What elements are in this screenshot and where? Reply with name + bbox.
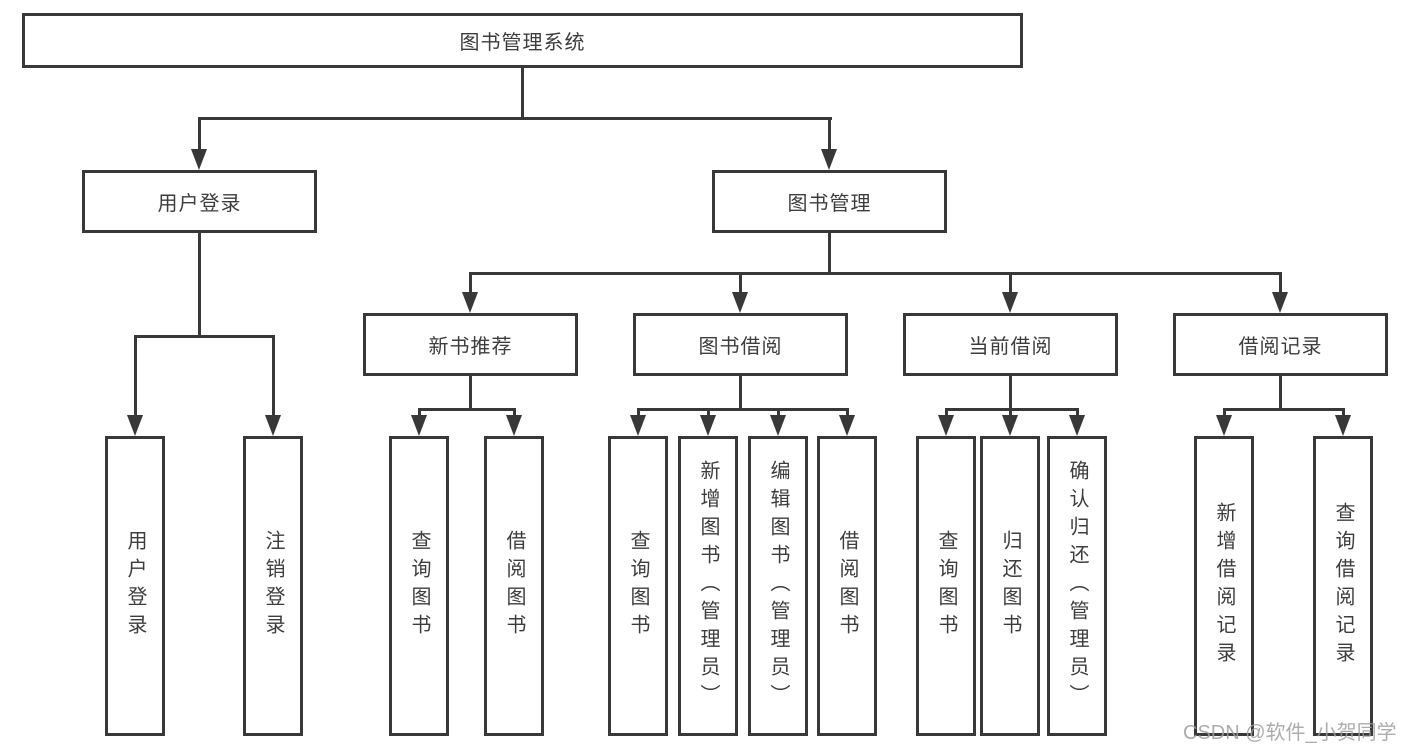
connector-line <box>134 335 274 338</box>
node-label: 新增图书（管理员） <box>697 460 719 712</box>
connector-line <box>1009 374 1012 411</box>
node-library-management-system: 图书管理系统 <box>22 13 1023 68</box>
csdn-watermark: CSDN @软件_小贺同学 <box>1183 722 1397 744</box>
connector-line <box>828 117 831 153</box>
connector-line <box>418 408 516 411</box>
node-book-borrowing: 图书借阅 <box>633 313 848 376</box>
node-label: 查询图书 <box>627 530 649 642</box>
leaf-query-borrow-record: 查询借阅记录 <box>1313 436 1373 736</box>
leaf-query-books-borrowing: 查询图书 <box>608 436 668 736</box>
connector-line <box>1279 374 1282 411</box>
node-label: 新书推荐 <box>428 336 513 358</box>
node-borrowing-records: 借阅记录 <box>1173 313 1388 376</box>
node-label: 查询图书 <box>408 530 430 642</box>
node-label: 图书管理 <box>787 193 872 215</box>
connector-line <box>1009 272 1012 296</box>
node-book-management: 图书管理 <box>712 170 947 233</box>
connector-line <box>846 408 849 418</box>
connector-line <box>828 231 831 275</box>
node-label: 图书借阅 <box>698 336 783 358</box>
connector-line <box>198 117 832 120</box>
connector-line <box>469 272 1282 275</box>
node-label: 注销登录 <box>262 530 284 642</box>
connector-line <box>521 66 524 120</box>
leaf-add-books-admin: 新增图书（管理员） <box>678 436 738 736</box>
connector-line <box>777 408 780 418</box>
node-label: 新增借阅记录 <box>1213 502 1235 670</box>
node-label: 借阅图书 <box>836 530 858 642</box>
connector-line <box>469 374 472 411</box>
leaf-add-borrow-record: 新增借阅记录 <box>1194 436 1254 736</box>
node-user-login: 用户登录 <box>82 170 317 233</box>
arrowhead-down-icon <box>821 149 837 170</box>
arrowhead-down-icon <box>770 415 786 436</box>
connector-line <box>1076 408 1079 418</box>
connector-line <box>945 408 948 418</box>
connector-line <box>513 408 516 418</box>
node-label: 查询借阅记录 <box>1332 502 1354 670</box>
arrowhead-down-icon <box>1069 415 1085 436</box>
node-new-book-recommendation: 新书推荐 <box>363 313 578 376</box>
arrowhead-down-icon <box>1335 415 1351 436</box>
node-label: 用户登录 <box>157 193 242 215</box>
leaf-confirm-return-admin: 确认归还（管理员） <box>1047 436 1107 736</box>
connector-line <box>469 272 472 296</box>
arrowhead-down-icon <box>1002 415 1018 436</box>
node-label: 查询图书 <box>935 530 957 642</box>
arrowhead-down-icon <box>700 415 716 436</box>
connector-line <box>418 408 421 418</box>
leaf-query-books-recommendation: 查询图书 <box>389 436 449 736</box>
arrowhead-down-icon <box>506 415 522 436</box>
connector-line <box>1279 272 1282 296</box>
leaf-borrow-books-recommendation: 借阅图书 <box>484 436 544 736</box>
connector-line <box>739 272 742 296</box>
connector-line <box>1223 408 1226 418</box>
node-label: 借阅图书 <box>503 530 525 642</box>
node-label: 编辑图书（管理员） <box>767 460 789 712</box>
arrowhead-down-icon <box>265 415 281 436</box>
arrowhead-down-icon <box>411 415 427 436</box>
arrowhead-down-icon <box>1216 415 1232 436</box>
node-label: 用户登录 <box>124 530 146 642</box>
node-label: 确认归还（管理员） <box>1066 460 1088 712</box>
leaf-logout: 注销登录 <box>243 436 303 736</box>
node-current-borrowing: 当前借阅 <box>903 313 1118 376</box>
leaf-borrow-books: 借阅图书 <box>817 436 877 736</box>
connector-line <box>198 231 201 337</box>
leaf-return-books: 归还图书 <box>980 436 1040 736</box>
connector-line <box>198 117 201 153</box>
node-label: 借阅记录 <box>1238 336 1323 358</box>
connector-line <box>707 408 710 418</box>
connector-line <box>1009 408 1012 418</box>
arrowhead-down-icon <box>938 415 954 436</box>
node-label: 图书管理系统 <box>459 32 586 54</box>
connector-line <box>1342 408 1345 418</box>
leaf-user-login: 用户登录 <box>105 436 165 736</box>
connector-line <box>1223 408 1344 411</box>
leaf-query-books-current: 查询图书 <box>916 436 976 736</box>
connector-line <box>272 335 275 417</box>
arrowhead-down-icon <box>630 415 646 436</box>
arrowhead-down-icon <box>191 149 207 170</box>
node-label: 当前借阅 <box>968 336 1053 358</box>
node-label: 归还图书 <box>999 530 1021 642</box>
connector-line <box>637 408 640 418</box>
arrowhead-down-icon <box>127 415 143 436</box>
arrowhead-down-icon <box>1272 292 1288 313</box>
arrowhead-down-icon <box>839 415 855 436</box>
leaf-edit-books-admin: 编辑图书（管理员） <box>748 436 808 736</box>
connector-line <box>637 408 848 411</box>
arrowhead-down-icon <box>732 292 748 313</box>
arrowhead-down-icon <box>1002 292 1018 313</box>
connector-line <box>739 374 742 411</box>
connector-line <box>134 335 137 417</box>
arrowhead-down-icon <box>462 292 478 313</box>
